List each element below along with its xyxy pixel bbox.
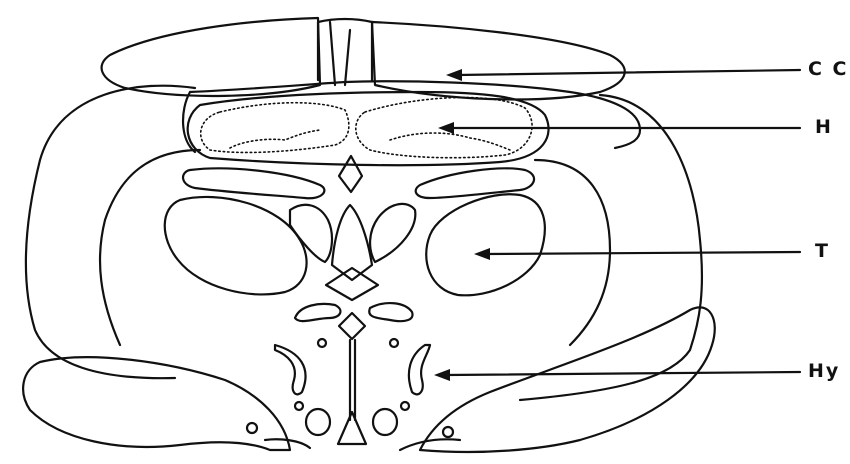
t-pointer-line xyxy=(486,252,800,254)
right-circle-large xyxy=(373,409,397,435)
hy-arrowhead xyxy=(434,369,450,381)
base-right-curve xyxy=(400,439,460,450)
bottom-triangle xyxy=(338,412,366,444)
central-lower-diamond xyxy=(326,268,378,300)
hippocampus-right-inner-dots xyxy=(390,133,510,150)
left-thalamus xyxy=(165,197,307,294)
label-cc: C C xyxy=(808,58,849,80)
hippocampus-left-inner-dots xyxy=(230,130,320,148)
right-hypothalamus-hook xyxy=(409,345,430,394)
hy-pointer-line xyxy=(446,372,800,375)
right-circle-mid xyxy=(401,402,409,410)
central-left-tract xyxy=(290,205,332,262)
left-circle-large xyxy=(306,409,330,435)
left-cortex-inner xyxy=(100,150,200,345)
h-arrowhead xyxy=(438,122,454,134)
midline-fissure xyxy=(318,22,372,85)
right-small-circle-upper xyxy=(390,339,398,347)
right-bottom-circle xyxy=(443,427,453,437)
left-bottom-lobe xyxy=(23,357,290,450)
left-fimbria xyxy=(183,168,324,198)
t-arrowhead xyxy=(474,248,490,260)
right-thalamus xyxy=(426,194,545,295)
right-bottom-lobe xyxy=(420,307,715,452)
cc-arrowhead xyxy=(446,69,462,81)
midline-shaft xyxy=(350,340,355,420)
lower-diamond xyxy=(339,313,365,339)
left-hypothalamus-hook xyxy=(275,345,306,394)
third-ventricle xyxy=(339,156,362,192)
left-bottom-circle xyxy=(247,423,257,433)
label-t: T xyxy=(815,240,830,262)
left-small-circle-upper xyxy=(318,339,326,347)
top-right-lobe xyxy=(372,22,625,99)
left-small-loop xyxy=(295,304,340,321)
cortex-outline xyxy=(26,86,195,379)
label-hy: Hy xyxy=(808,360,840,382)
left-circle-mid xyxy=(295,402,303,410)
cc-pointer-line xyxy=(458,70,800,75)
right-small-loop xyxy=(369,303,412,321)
central-right-tract xyxy=(370,204,415,262)
label-h: H xyxy=(815,116,833,138)
top-left-lobe xyxy=(102,18,320,96)
midline-fissure-top xyxy=(318,19,372,22)
hippocampus-left-dotted xyxy=(201,103,349,153)
